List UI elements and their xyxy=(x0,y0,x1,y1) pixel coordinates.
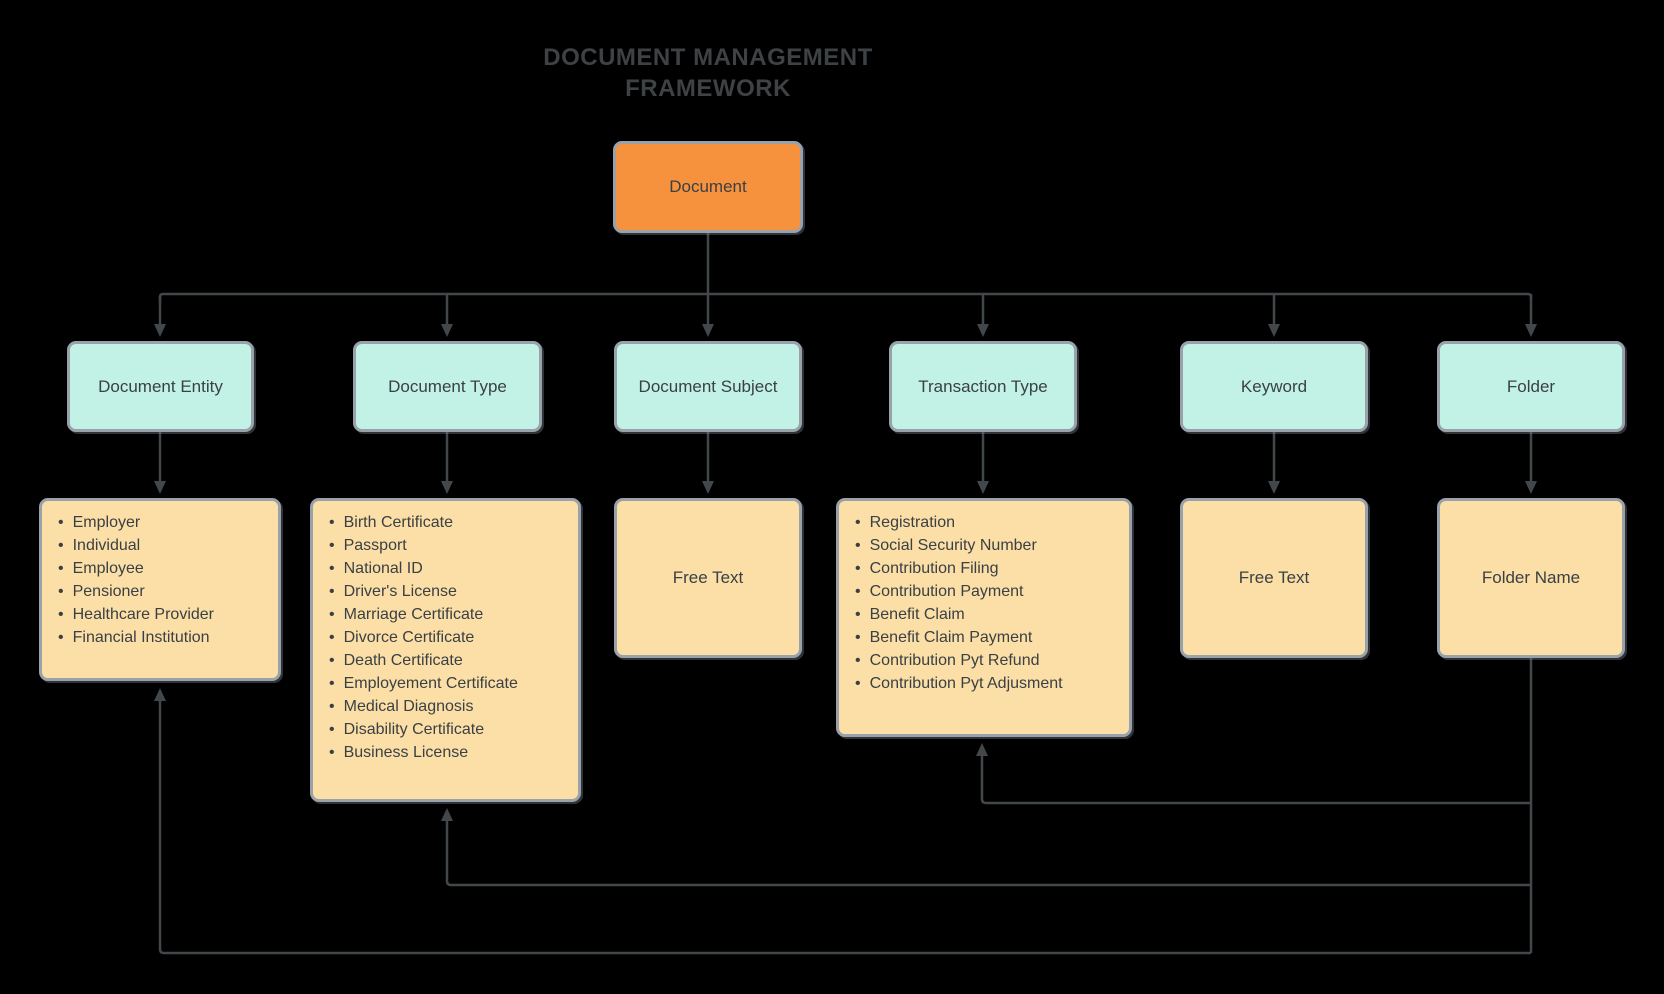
list-item: Divorce Certificate xyxy=(329,626,572,649)
node-keyword-value: Free Text xyxy=(1180,498,1368,658)
folder-name-label: Folder Name xyxy=(1481,568,1581,587)
list-item: Financial Institution xyxy=(58,626,272,649)
node-folder: Folder xyxy=(1437,341,1625,432)
document-subject-free-text-label: Free Text xyxy=(672,568,744,587)
node-document-subject-label: Document Subject xyxy=(638,376,778,396)
node-document-entity: Document Entity xyxy=(67,341,254,432)
transaction-type-list: Registration Social Security Number Cont… xyxy=(839,501,1129,695)
diagram-title-line2: FRAMEWORK xyxy=(625,75,791,102)
node-transaction-type: Transaction Type xyxy=(889,341,1077,432)
list-item: Disability Certificate xyxy=(329,718,572,741)
document-type-list: Birth Certificate Passport National ID D… xyxy=(313,501,578,764)
connector-bus xyxy=(158,292,1533,300)
list-item: Passport xyxy=(329,534,572,557)
diagram-title-line1: DOCUMENT MANAGEMENT xyxy=(543,44,873,71)
list-item: Contribution Filing xyxy=(855,557,1123,580)
node-document-subject-value: Free Text xyxy=(614,498,802,658)
node-transaction-type-values: Registration Social Security Number Cont… xyxy=(836,498,1132,737)
node-document: Document xyxy=(613,141,803,233)
keyword-free-text-label: Free Text xyxy=(1238,568,1310,587)
list-item: Employee xyxy=(58,557,272,580)
list-item: Contribution Pyt Adjusment xyxy=(855,672,1123,695)
node-folder-value: Folder Name xyxy=(1437,498,1625,658)
list-item: Employement Certificate xyxy=(329,672,572,695)
list-item: Employer xyxy=(58,511,272,534)
list-item: Driver's License xyxy=(329,580,572,603)
node-document-type-label: Document Type xyxy=(388,376,507,396)
node-keyword: Keyword xyxy=(1180,341,1368,432)
list-item: Individual xyxy=(58,534,272,557)
connector-feedback-to-transaction-type xyxy=(976,743,1531,805)
node-folder-label: Folder xyxy=(1506,376,1556,396)
node-document-entity-values: Employer Individual Employee Pensioner H… xyxy=(39,498,281,681)
list-item: Birth Certificate xyxy=(329,511,572,534)
node-document-entity-label: Document Entity xyxy=(98,376,223,396)
list-item: Business License xyxy=(329,741,572,764)
diagram-title: DOCUMENT MANAGEMENT FRAMEWORK xyxy=(408,42,1008,104)
list-item: Contribution Payment xyxy=(855,580,1123,603)
list-item: Benefit Claim Payment xyxy=(855,626,1123,649)
connector-feedback-to-document-type xyxy=(441,808,1531,887)
list-item: Death Certificate xyxy=(329,649,572,672)
list-item: Medical Diagnosis xyxy=(329,695,572,718)
node-transaction-type-label: Transaction Type xyxy=(918,376,1048,396)
node-document-label: Document xyxy=(669,177,747,196)
node-document-subject: Document Subject xyxy=(614,341,802,432)
list-item: Benefit Claim xyxy=(855,603,1123,626)
node-document-type-values: Birth Certificate Passport National ID D… xyxy=(310,498,581,802)
list-item: Registration xyxy=(855,511,1123,534)
node-keyword-label: Keyword xyxy=(1240,376,1308,396)
list-item: Contribution Pyt Refund xyxy=(855,649,1123,672)
document-entity-list: Employer Individual Employee Pensioner H… xyxy=(42,501,278,649)
list-item: Healthcare Provider xyxy=(58,603,272,626)
list-item: Social Security Number xyxy=(855,534,1123,557)
list-item: National ID xyxy=(329,557,572,580)
list-item: Marriage Certificate xyxy=(329,603,572,626)
node-document-type: Document Type xyxy=(353,341,542,432)
list-item: Pensioner xyxy=(58,580,272,603)
